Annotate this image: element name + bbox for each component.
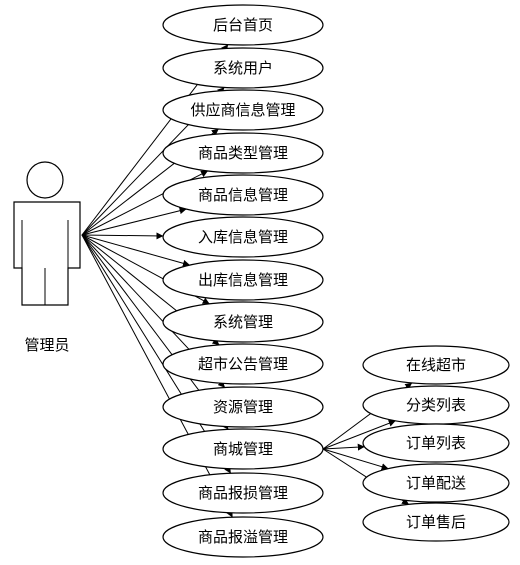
sub-use-case-2: 订单列表	[362, 423, 510, 463]
use-case-8-shape	[162, 343, 324, 385]
sub-use-case-2-label: 订单列表	[406, 434, 466, 452]
connector-arrow-12	[81, 234, 233, 518]
sub-use-case-4-shape	[362, 502, 510, 542]
use-case-6: 出库信息管理	[162, 259, 324, 301]
use-case-11-label: 商品报损管理	[198, 484, 288, 502]
sub-connector-arrow-1	[322, 419, 396, 450]
sub-use-case-0-label: 在线超市	[406, 356, 466, 374]
use-case-3-shape	[162, 132, 324, 174]
sub-use-case-0: 在线超市	[362, 345, 510, 385]
use-case-4-label: 商品信息管理	[198, 186, 288, 204]
use-case-4: 商品信息管理	[162, 174, 324, 216]
use-case-7-label: 系统管理	[213, 313, 273, 331]
use-case-12-label: 商品报溢管理	[198, 528, 288, 546]
use-case-4-shape	[162, 174, 324, 216]
use-case-1-label: 系统用户	[213, 59, 273, 77]
use-case-2-label: 供应商信息管理	[190, 101, 295, 119]
use-case-6-label: 出库信息管理	[198, 271, 288, 289]
sub-use-case-4: 订单售后	[362, 502, 510, 542]
use-case-3-label: 商品类型管理	[198, 144, 288, 162]
actor-figure-icon	[13, 161, 81, 306]
connector-arrow-6	[81, 234, 191, 267]
use-case-0-shape	[162, 4, 324, 46]
use-case-7-shape	[162, 301, 324, 343]
sub-connector-arrow-2	[322, 443, 365, 451]
connector-arrow-4	[81, 207, 187, 236]
use-case-1-shape	[162, 47, 324, 89]
use-case-12: 商品报溢管理	[162, 516, 324, 558]
use-case-5-shape	[162, 216, 324, 258]
use-case-5-label: 入库信息管理	[198, 228, 288, 246]
sub-connector-arrow-3	[322, 448, 389, 471]
sub-use-case-3-label: 订单配送	[406, 474, 466, 492]
sub-use-case-0-shape	[362, 345, 510, 385]
use-case-2: 供应商信息管理	[162, 89, 324, 131]
use-case-1: 系统用户	[162, 47, 324, 89]
use-case-12-shape	[162, 516, 324, 558]
sub-use-case-4-label: 订单售后	[406, 513, 466, 531]
use-case-10: 商城管理	[162, 428, 324, 470]
use-case-8-label: 超市公告管理	[198, 355, 288, 373]
use-case-9-shape	[162, 386, 324, 428]
use-case-group: 后台首页系统用户供应商信息管理商品类型管理商品信息管理入库信息管理出库信息管理系…	[162, 4, 324, 558]
use-case-7: 系统管理	[162, 301, 324, 343]
use-case-9-label: 资源管理	[213, 398, 273, 416]
use-case-8: 超市公告管理	[162, 343, 324, 385]
sub-use-case-1-label: 分类列表	[406, 396, 466, 414]
use-case-10-label: 商城管理	[213, 440, 273, 458]
use-case-9: 资源管理	[162, 386, 324, 428]
connector-arrow-5	[81, 232, 164, 240]
use-case-0-label: 后台首页	[213, 16, 273, 34]
use-case-0: 后台首页	[162, 4, 324, 46]
sub-use-case-3: 订单配送	[362, 463, 510, 503]
use-case-3: 商品类型管理	[162, 132, 324, 174]
use-case-6-shape	[162, 259, 324, 301]
use-case-11: 商品报损管理	[162, 472, 324, 514]
sub-use-case-3-shape	[362, 463, 510, 503]
use-case-11-shape	[162, 472, 324, 514]
use-case-2-shape	[162, 89, 324, 131]
sub-use-case-2-shape	[362, 423, 510, 463]
sub-use-case-1: 分类列表	[362, 385, 510, 425]
actor-label: 管理员	[24, 336, 69, 354]
use-case-5: 入库信息管理	[162, 216, 324, 258]
